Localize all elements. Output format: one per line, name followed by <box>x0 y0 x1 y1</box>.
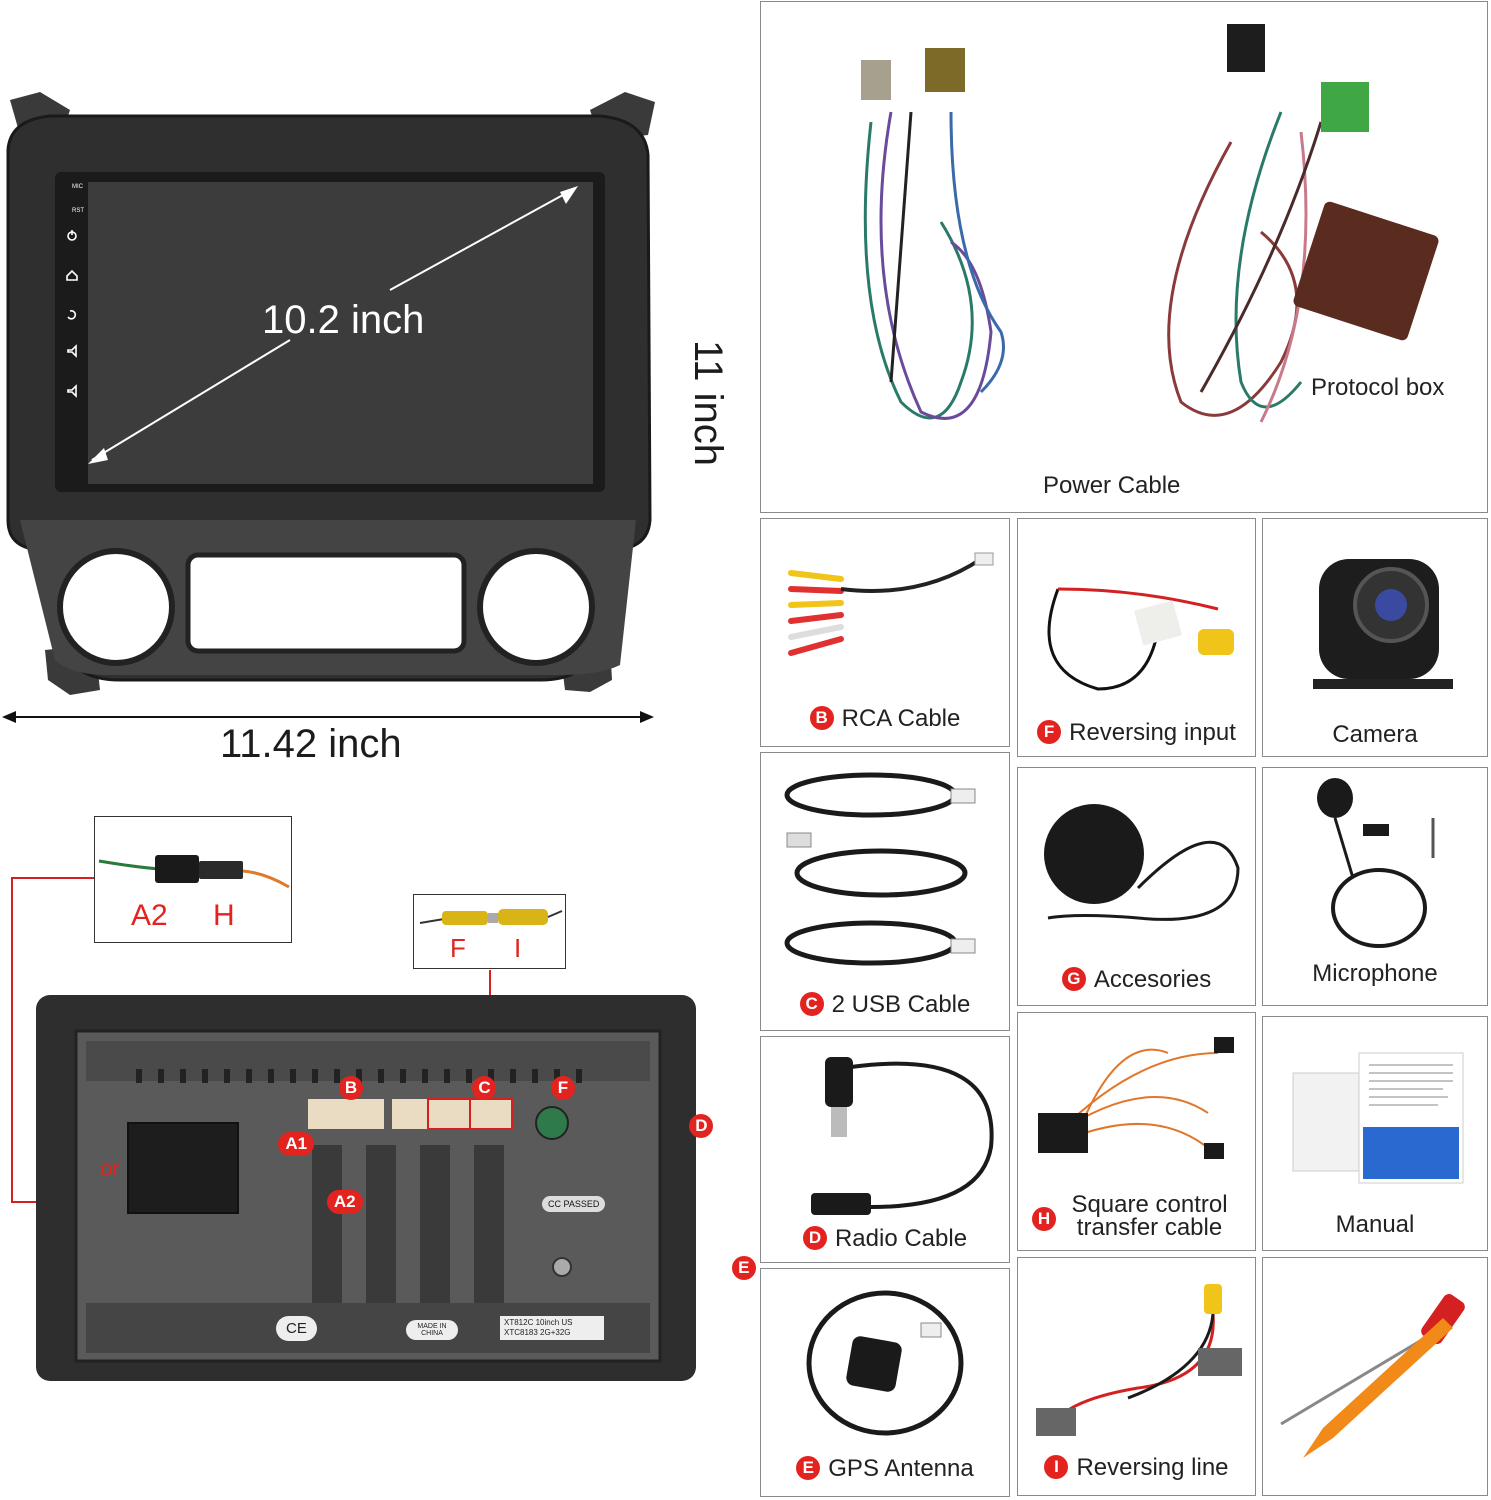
protocol-box-label: Protocol box <box>1311 374 1445 401</box>
item-reversing-input-label: Reversing input <box>1069 719 1236 746</box>
item-accesories: G Accesories <box>1017 767 1256 1006</box>
item-square-control-cable: H Square control transfer cable <box>1017 1012 1256 1251</box>
stamp-cc-passed: CC PASSED <box>542 1196 606 1212</box>
item-camera: Camera <box>1262 518 1488 757</box>
item-reversing-input: F Reversing input <box>1017 518 1256 757</box>
item-accesories-label: Accesories <box>1093 966 1212 993</box>
screen-size-label: 10.2 inch <box>262 298 425 342</box>
item-square-control-caption: H Square control transfer cable <box>1018 1191 1255 1241</box>
item-reversing-line-label: Reversing line <box>1076 1454 1229 1481</box>
usb-cable-icon <box>784 772 976 966</box>
gps-antenna-icon <box>806 1290 964 1436</box>
item-radio-cable-badge: D <box>802 1225 827 1250</box>
item-square-control-badge: H <box>1032 1207 1056 1231</box>
item-tools <box>1262 1257 1488 1496</box>
item-gps-antenna: E GPS Antenna <box>760 1268 1010 1497</box>
height-dimension-label: 11 inch <box>686 340 730 467</box>
item-gps-antenna-caption: E GPS Antenna <box>761 1455 1009 1483</box>
item-reversing-line-badge: I <box>1044 1454 1069 1479</box>
item-microphone-caption: Microphone <box>1263 960 1487 988</box>
stamp-ce: CE <box>276 1316 317 1341</box>
item-radio-cable-label: Radio Cable <box>834 1225 968 1252</box>
power-port-a1-badge: A1 <box>278 1132 315 1156</box>
side-button-mic-label: MIC <box>72 184 83 190</box>
item-gps-antenna-label: GPS Antenna <box>828 1455 974 1482</box>
reversing-line-icon <box>1036 1284 1242 1436</box>
model-label-line1: XT812C 10inch US <box>504 1318 573 1327</box>
camera-icon <box>1313 559 1453 689</box>
square-control-cable-icon <box>1038 1037 1234 1159</box>
inset-a2-h-connector-icon <box>98 855 290 889</box>
power-cable-cell: Protocol box A1 Power Cable A2 <box>760 1 1488 513</box>
item-usb-cable-label: 2 USB Cable <box>831 991 971 1018</box>
item-radio-cable-caption: D Radio Cable <box>761 1225 1009 1253</box>
item-square-control-label-line1: Square control <box>1071 1191 1228 1218</box>
item-manual-caption: Manual <box>1263 1211 1487 1239</box>
item-usb-cable-caption: C 2 USB Cable <box>761 991 1009 1019</box>
item-rca-cable-caption: B RCA Cable <box>761 705 1009 733</box>
model-label-line2: XTC8183 2G+32G <box>504 1328 571 1337</box>
inset-a2-label: A2 <box>131 899 168 932</box>
inset-a2-h: A2 H <box>94 816 292 943</box>
inset-f-label: F <box>450 933 466 963</box>
power-cable-harness-icon <box>861 24 1439 423</box>
item-accesories-badge: G <box>1061 966 1086 991</box>
inset-h-label: H <box>213 899 235 932</box>
item-square-control-label-line2: transfer cable <box>1076 1214 1223 1241</box>
item-gps-antenna-badge: E <box>796 1455 821 1480</box>
rca-cable-icon <box>788 552 994 656</box>
port-e-badge: E <box>731 1256 756 1280</box>
head-unit-frame <box>6 92 655 695</box>
tools-icon <box>1280 1293 1465 1458</box>
item-rca-cable-label: RCA Cable <box>841 705 961 732</box>
item-camera-caption: Camera <box>1263 721 1487 749</box>
inset-f-i-rca-icon <box>419 909 563 925</box>
item-accesories-caption: G Accesories <box>1018 966 1255 994</box>
port-b-badge: B <box>339 1076 363 1100</box>
manual-icon <box>1292 1052 1464 1184</box>
inset-i-label: I <box>514 933 522 963</box>
item-rca-cable-badge: B <box>809 705 834 730</box>
side-button-rst-label: RST <box>72 208 84 214</box>
item-radio-cable: D Radio Cable <box>760 1036 1010 1263</box>
power-port-a2-badge: A2 <box>326 1190 363 1214</box>
item-usb-cable: C 2 USB Cable <box>760 752 1010 1031</box>
item-camera-label: Camera <box>1332 721 1418 748</box>
reversing-input-icon <box>1047 587 1234 691</box>
model-label: XT812C 10inch US XTC8183 2G+32G <box>500 1316 604 1340</box>
stamp-made-in-china: MADE IN CHINA <box>406 1320 458 1340</box>
port-f-badge: F <box>550 1076 575 1100</box>
item-reversing-line: I Reversing line <box>1017 1257 1256 1496</box>
port-c-badge: C <box>472 1076 497 1100</box>
item-reversing-input-badge: F <box>1037 719 1062 744</box>
item-reversing-line-caption: I Reversing line <box>1018 1454 1255 1482</box>
item-manual-label: Manual <box>1335 1211 1415 1238</box>
width-dimension-arrow <box>2 711 654 723</box>
item-rca-cable: B RCA Cable <box>760 518 1010 747</box>
item-reversing-input-caption: F Reversing input <box>1018 719 1255 747</box>
head-unit-illustration <box>0 80 660 700</box>
radio-cable-icon <box>811 1057 994 1215</box>
power-cable-label: Power Cable <box>1043 472 1181 499</box>
item-manual: Manual <box>1262 1016 1488 1251</box>
inset-f-i: F I <box>413 894 566 969</box>
item-microphone-label: Microphone <box>1312 960 1438 987</box>
microphone-icon <box>1317 778 1435 948</box>
power-port-or-label: or <box>100 1156 120 1181</box>
port-d-badge: D <box>689 1114 714 1138</box>
width-dimension-label: 11.42 inch <box>220 722 402 766</box>
item-usb-cable-badge: C <box>799 991 824 1016</box>
accesories-icon <box>1044 804 1240 921</box>
item-microphone: Microphone <box>1262 767 1488 1006</box>
